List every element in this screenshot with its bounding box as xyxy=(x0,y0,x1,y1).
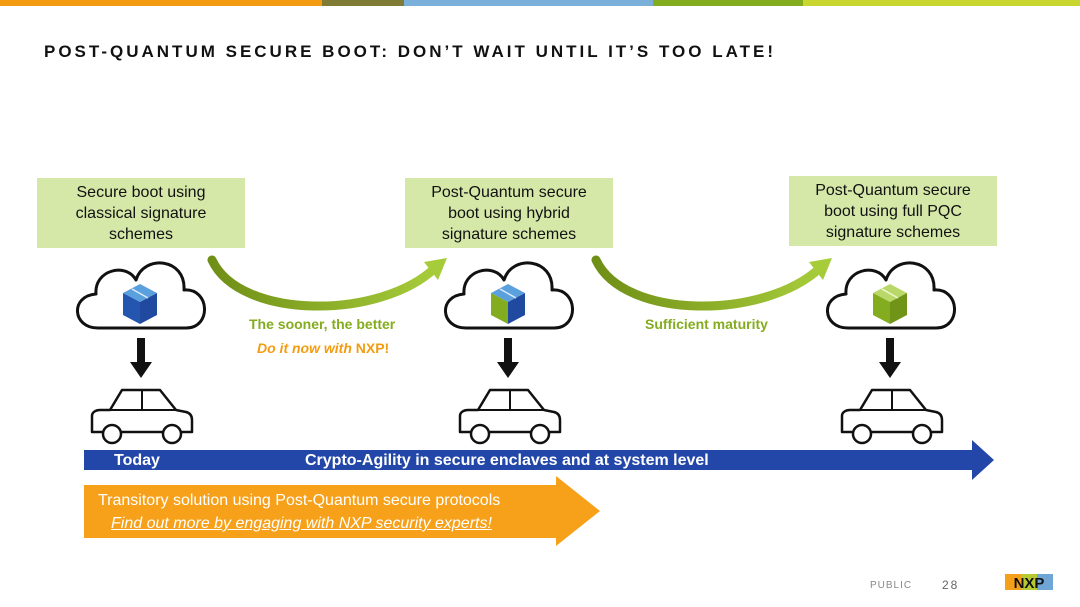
nxp-inline-text: NXP! xyxy=(355,340,390,356)
stage-3-line-2: boot using full PQC xyxy=(824,202,962,220)
nxp-logo: NXP xyxy=(1005,574,1053,592)
top-color-bar xyxy=(0,0,1080,6)
bar-segment-orange xyxy=(0,0,322,6)
stage-3-line-3: signature schemes xyxy=(825,223,961,241)
do-it-now-text: Do it now with xyxy=(257,340,356,356)
stage-1-line-1: Secure boot using xyxy=(76,183,206,201)
bar-segment-lime xyxy=(803,0,1080,6)
stage-1-line-3: schemes xyxy=(108,225,173,243)
bar-segment-blue xyxy=(404,0,653,6)
nxp-logo-text: NXP xyxy=(1014,575,1045,592)
classification-label: PUBLIC xyxy=(870,580,913,591)
page-number: 28 xyxy=(942,578,960,592)
stage-2-line-1: Post-Quantum secure xyxy=(431,183,587,201)
stage-box-classical: Secure boot using classical signature sc… xyxy=(37,178,245,248)
cube-icon xyxy=(491,284,525,324)
timeline-start-label: Today xyxy=(114,452,160,469)
stage-3-line-1: Post-Quantum secure xyxy=(815,181,971,199)
bar-segment-green xyxy=(653,0,803,6)
cube-icon xyxy=(123,284,157,324)
transitory-line-1: Transitory solution using Post-Quantum s… xyxy=(98,492,501,509)
transitory-link[interactable]: Find out more by engaging with NXP secur… xyxy=(111,515,492,532)
timeline-main-label: Crypto-Agility in secure enclaves and at… xyxy=(305,452,709,469)
transition-subcaption-1: Do it now with NXP! xyxy=(257,340,389,356)
transition-caption-1: The sooner, the better xyxy=(249,316,396,332)
transition-caption-2: Sufficient maturity xyxy=(645,316,768,332)
stage-box-hybrid: Post-Quantum secure boot using hybrid si… xyxy=(405,178,613,248)
slide-title: POST-QUANTUM SECURE BOOT: DON’T WAIT UNT… xyxy=(44,42,776,61)
stage-box-full-pqc: Post-Quantum secure boot using full PQC … xyxy=(789,176,997,246)
curved-arrow-icon xyxy=(591,255,832,311)
stage-2-line-3: signature schemes xyxy=(441,225,577,243)
curved-arrow-icon xyxy=(207,255,447,311)
cube-icon xyxy=(873,284,907,324)
stage-1-line-2: classical signature xyxy=(75,204,207,222)
stage-2-line-2: boot using hybrid xyxy=(448,204,570,222)
bar-segment-olive xyxy=(322,0,404,6)
